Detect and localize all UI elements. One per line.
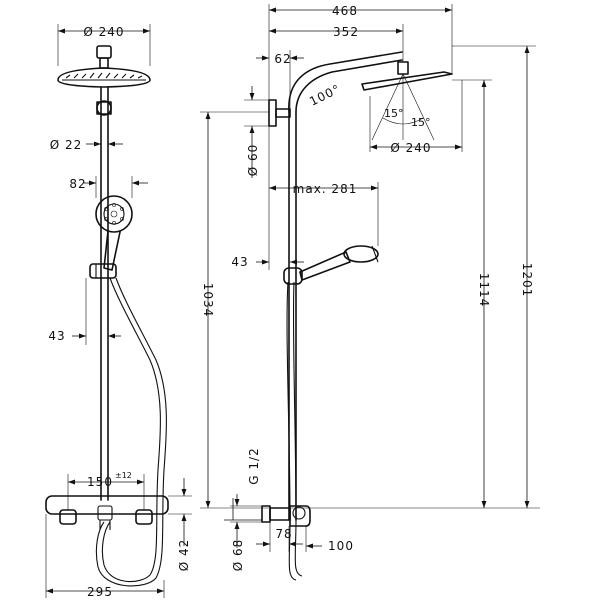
side-thermostat-mixer [261, 505, 311, 527]
side-wall-bracket [268, 99, 291, 127]
side-hose [286, 281, 303, 581]
dim-side-tilt-right: 15° [411, 116, 431, 129]
side-overhead-shower [361, 61, 453, 141]
dim-side-mixer-projection: 100 [328, 539, 354, 553]
dim-front-thermostat-centers: 150 [87, 475, 113, 489]
dim-side-connection-thread: G 1/2 [247, 447, 261, 484]
front-dimension-lines [45, 24, 192, 598]
side-dimension-lines [200, 4, 536, 552]
front-riser-pipe [96, 86, 112, 501]
dim-side-arm-angle: 100° [307, 82, 343, 109]
dim-side-bracket-diameter: Ø 60 [246, 144, 260, 177]
dim-front-outlet-diameter: Ø 42 [177, 539, 191, 572]
dim-side-overall-depth: 468 [332, 4, 358, 18]
front-view: Ø 240 Ø 22 82 43 150 ±12 295 Ø 42 [45, 24, 192, 599]
dim-front-hand-width: 82 [69, 177, 86, 191]
side-riser-pipe [288, 51, 403, 521]
dim-side-head-diameter: Ø 240 [390, 141, 431, 155]
dim-side-tilt-left: 15° [384, 107, 404, 120]
dim-front-pipe-diameter: Ø 22 [50, 138, 83, 152]
dim-side-escutcheon-diameter: Ø 68 [231, 539, 245, 572]
dim-front-thermostat-tolerance: ±12 [115, 471, 132, 480]
side-view: 468 352 62 100° 15° 15° Ø 240 Ø 60 max. … [200, 4, 540, 581]
dim-side-column-height: 1034 [201, 283, 215, 318]
dim-side-wall-offset: 62 [274, 52, 291, 66]
dim-side-hand-max-reach: max. 281 [293, 182, 358, 196]
dim-front-overall-width: 295 [87, 585, 113, 599]
front-thermostat-mixer [45, 495, 169, 530]
dim-front-head-diameter: Ø 240 [83, 25, 124, 39]
dim-side-mixer-depth: 78 [275, 527, 292, 541]
dim-side-head-height: 1114 [477, 273, 491, 308]
dim-side-total-height: 1201 [520, 263, 534, 298]
dim-side-arm-length: 352 [333, 25, 359, 39]
side-hand-shower [283, 245, 379, 285]
dim-front-hand-offset: 43 [48, 329, 65, 343]
dim-side-hand-offset: 43 [231, 255, 248, 269]
front-hose [95, 277, 167, 587]
front-overhead-shower [57, 45, 151, 88]
front-hand-shower [89, 195, 133, 279]
